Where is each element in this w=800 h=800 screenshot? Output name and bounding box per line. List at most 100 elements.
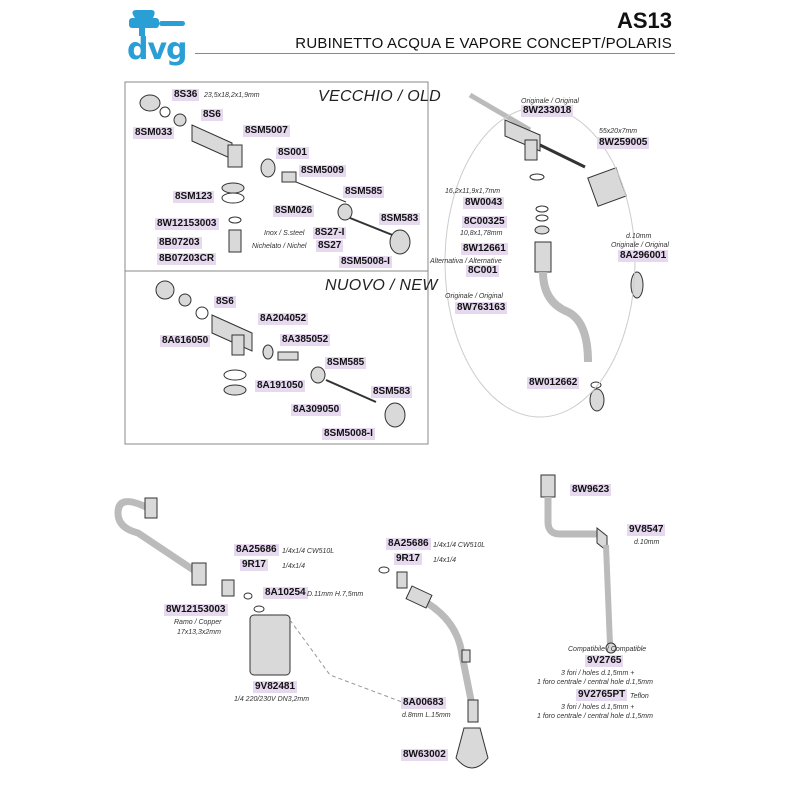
part-8SM033: 8SM033 bbox=[133, 127, 175, 139]
part-8S36-note: 23,5x18,2x1,9mm bbox=[204, 92, 260, 99]
header-rule bbox=[195, 53, 675, 54]
part-8A204052: 8A204052 bbox=[258, 313, 309, 325]
nut-new bbox=[155, 280, 175, 300]
part-8SM026: 8SM026 bbox=[273, 205, 315, 217]
cw510l-note-mid: 1/4x1/4 CW510L bbox=[433, 542, 486, 549]
part-8S27: 8S27 bbox=[316, 240, 344, 252]
washer-new-2 bbox=[223, 384, 247, 396]
new-assembly bbox=[155, 280, 406, 428]
fitting-8A25686 bbox=[221, 579, 235, 597]
cw510l-note-left: 1/4x1/4 CW510L bbox=[282, 548, 335, 555]
shaft-8A309050 bbox=[325, 379, 377, 403]
right-assembly bbox=[444, 92, 644, 418]
part-9R17-mid: 9R17 bbox=[394, 553, 422, 565]
logo: dvg bbox=[125, 10, 195, 67]
compatible-label: Compatibile / Compatible bbox=[568, 646, 647, 653]
knob-8SM5008-I-new bbox=[384, 402, 406, 428]
part-8S27-I: 8S27-I bbox=[313, 227, 347, 239]
spindle-8SM5009 bbox=[281, 171, 297, 183]
steam-pipe-8W763163 bbox=[539, 271, 592, 363]
pipe-nut-bottom bbox=[191, 562, 207, 586]
part-8W63002: 8W63002 bbox=[401, 749, 448, 761]
bottom-right-assembly bbox=[540, 474, 617, 654]
part-8SM123: 8SM123 bbox=[173, 191, 215, 203]
ring-8W12661 bbox=[534, 225, 550, 235]
nichel-note: Nichelato / Nichel bbox=[252, 243, 307, 250]
inox-note: Inox / S.steel bbox=[264, 230, 305, 237]
valve-stem bbox=[524, 139, 538, 161]
alternative-label: Alternativa / Alternative bbox=[430, 258, 502, 265]
valve-body-8SM5007 bbox=[191, 124, 233, 160]
part-8SM5008-I-old: 8SM5008-I bbox=[339, 256, 392, 268]
tip-8W63002 bbox=[455, 727, 489, 769]
valve-note: 1/4 220/230V DN3,2mm bbox=[234, 696, 310, 703]
part-8W12153003-old: 8W12153003 bbox=[155, 218, 219, 230]
ring-8S6-new bbox=[178, 293, 192, 307]
ring-8S001 bbox=[260, 158, 276, 178]
part-8A296001: 8A296001 bbox=[618, 250, 669, 262]
tip-8A00683 bbox=[467, 699, 479, 723]
part-9V8547: 9V8547 bbox=[627, 524, 666, 536]
document-code: AS13 bbox=[616, 8, 672, 33]
part-8SM585-new: 8SM585 bbox=[325, 357, 367, 369]
holes-note-2b: 1 foro centrale / central hole d.1,5mm bbox=[537, 713, 653, 720]
logo-text: dvg bbox=[127, 32, 188, 67]
solenoid-valve-9V82481 bbox=[249, 614, 291, 676]
part-8B07203: 8B07203 bbox=[157, 237, 202, 249]
plate-8W259005 bbox=[587, 167, 627, 207]
part-8SM5008-I-new: 8SM5008-I bbox=[322, 428, 375, 440]
nut-8W9623 bbox=[540, 474, 556, 498]
original-label-3: Originale / Original bbox=[611, 242, 669, 249]
ring-8S6 bbox=[173, 113, 187, 127]
part-8W259005: 8W259005 bbox=[597, 137, 650, 149]
d8-note: d.8mm L.15mm bbox=[402, 712, 451, 719]
fitting-8A25686-mid bbox=[396, 571, 408, 589]
part-8A191050: 8A191050 bbox=[255, 380, 306, 392]
holes-note-1b: 1 foro centrale / central hole d.1,5mm bbox=[537, 679, 653, 686]
part-8W0043: 8W0043 bbox=[463, 197, 505, 209]
r17-note-mid: 1/4x1/4 bbox=[433, 557, 456, 564]
r17-note-left: 1/4x1/4 bbox=[282, 563, 305, 570]
part-8W9623: 8W9623 bbox=[570, 484, 612, 496]
part-8SM585: 8SM585 bbox=[343, 186, 385, 198]
part-8SM583-new: 8SM583 bbox=[371, 386, 413, 398]
part-8B07203CR: 8B07203CR bbox=[157, 253, 217, 265]
ring-8A616050 bbox=[195, 306, 209, 320]
part-8S6-new: 8S6 bbox=[214, 296, 236, 308]
part-8SM583: 8SM583 bbox=[379, 213, 421, 225]
spindle bbox=[539, 143, 586, 169]
part-8A10254: 8A10254 bbox=[263, 587, 308, 599]
d11-note: D.11mm H.7,5mm bbox=[307, 591, 364, 598]
part-9V2765: 9V2765 bbox=[585, 655, 624, 667]
oring-8C00325 bbox=[535, 214, 549, 222]
part-8W12661: 8W12661 bbox=[461, 243, 508, 255]
nut-8S36 bbox=[139, 94, 161, 112]
copper-pipe-8W12153003 bbox=[114, 498, 200, 576]
part-8W012662: 8W012662 bbox=[527, 377, 580, 389]
part-9V82481: 9V82481 bbox=[253, 681, 298, 693]
page-title: RUBINETTO ACQUA E VAPORE CONCEPT/POLARIS bbox=[295, 35, 672, 52]
part-8C00325: 8C00325 bbox=[462, 216, 507, 228]
holes-note-1a: 3 fori / holes d.1,5mm + bbox=[561, 670, 635, 677]
part-8A00683: 8A00683 bbox=[401, 697, 446, 709]
part-8W12153003-bottom: 8W12153003 bbox=[164, 604, 228, 616]
ring-8SM585 bbox=[337, 203, 353, 221]
old-assembly bbox=[139, 94, 411, 255]
wand-9V2765 bbox=[603, 544, 613, 646]
original-label-2: Originale / Original bbox=[445, 293, 503, 300]
part-8SM5009: 8SM5009 bbox=[299, 165, 346, 177]
new-section-title: NUOVO / NEW bbox=[325, 277, 438, 294]
valve-outlet bbox=[227, 144, 243, 168]
oring-note-1: 16,2x11,9x1,7mm bbox=[445, 188, 501, 195]
ring-8A204052 bbox=[262, 344, 274, 360]
d10-note-right: d.10mm bbox=[626, 233, 652, 240]
part-8A309050: 8A309050 bbox=[291, 404, 342, 416]
part-8S36: 8S36 bbox=[172, 89, 200, 101]
new-section-frame bbox=[124, 270, 429, 445]
shaft-8SM026 bbox=[295, 181, 347, 203]
tip bbox=[589, 388, 605, 412]
bottom-mid-assembly bbox=[378, 566, 489, 769]
valve-outlet-new bbox=[231, 334, 245, 356]
size-note: 55x20x7mm bbox=[599, 128, 638, 135]
